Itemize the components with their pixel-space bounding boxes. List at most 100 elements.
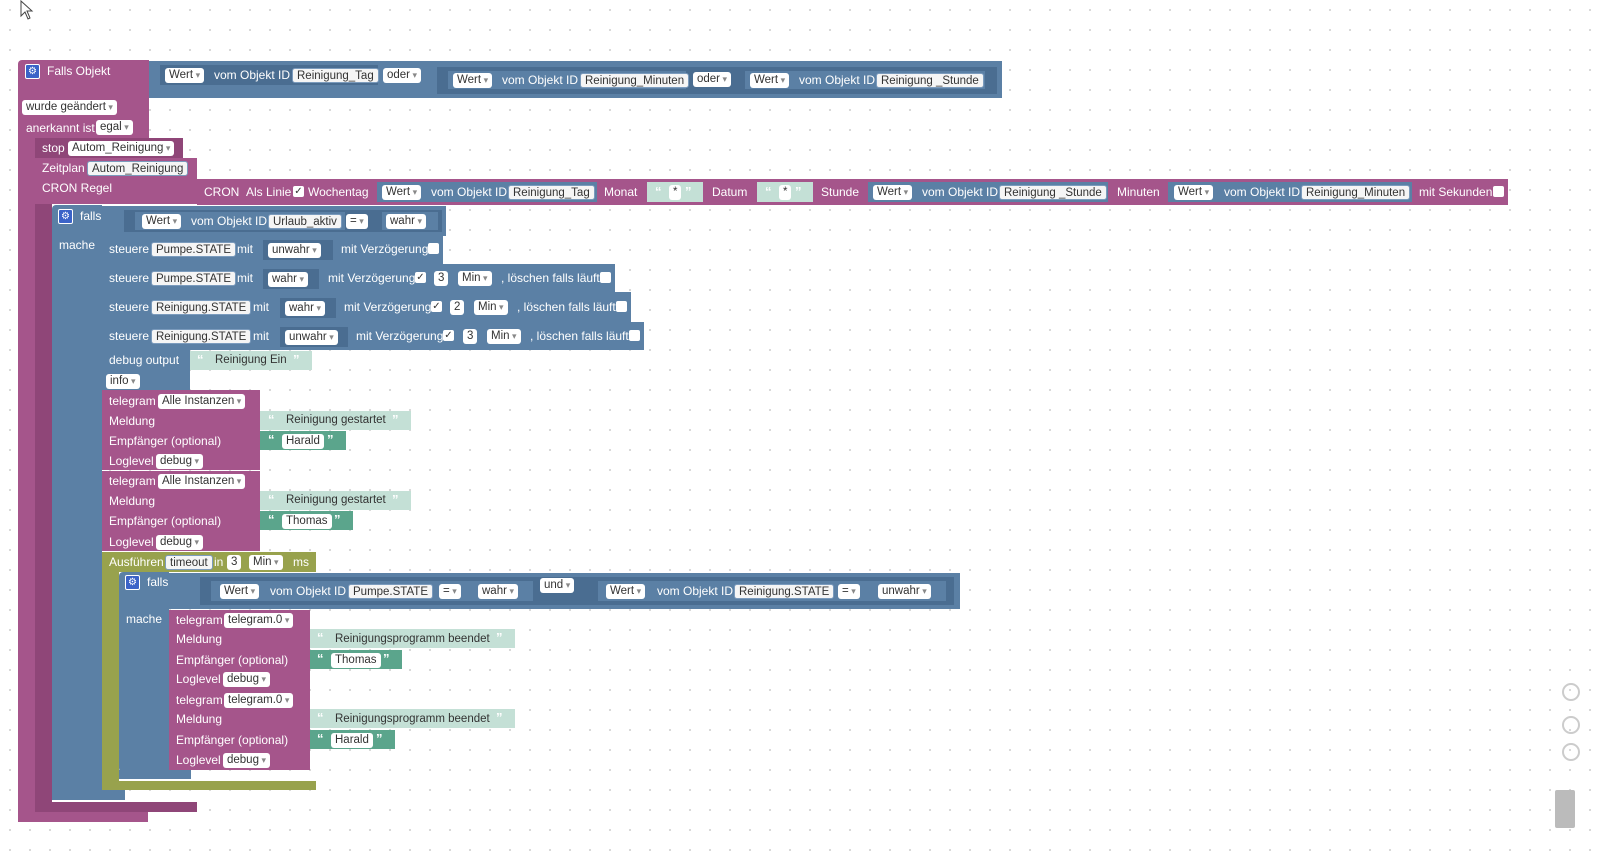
wert-dropdown[interactable]: Wert [606, 584, 646, 599]
object-id-field[interactable]: Pumpe.STATE [151, 271, 236, 286]
gear-icon[interactable]: ⚙ [25, 64, 40, 79]
zoom-control[interactable] [1562, 743, 1580, 761]
control-label: steuere [109, 242, 150, 256]
delay-label: mit Verzögerung [328, 271, 416, 285]
schedule-name-field[interactable]: Autom_Reinigung [87, 161, 189, 176]
month-text[interactable]: * [669, 185, 682, 200]
delay-number-field[interactable]: 2 [450, 300, 465, 315]
wert-dropdown[interactable]: Wert [382, 185, 422, 200]
timeout-number-field[interactable]: 3 [227, 555, 242, 570]
recipient-text[interactable]: Harald [282, 434, 324, 449]
delay-checkbox[interactable]: ✓ [443, 330, 454, 341]
bool-dropdown[interactable]: unwahr [268, 243, 321, 258]
wert-dropdown[interactable]: Wert [873, 185, 913, 200]
message-text[interactable]: Reinigung gestartet [282, 413, 390, 428]
bool-dropdown[interactable]: wahr [268, 272, 308, 287]
gear-icon[interactable]: ⚙ [58, 209, 73, 224]
wert-dropdown[interactable]: Wert [750, 73, 790, 88]
unit-dropdown[interactable]: Min [474, 300, 508, 315]
changed-dropdown[interactable]: wurde geändert [22, 100, 117, 115]
wert-dropdown[interactable]: Wert [165, 68, 205, 83]
wert-dropdown[interactable]: Wert [142, 214, 182, 229]
timeout-name-field[interactable]: timeout [165, 555, 213, 570]
debug-level-dropdown[interactable]: info [106, 374, 140, 389]
timeout-spine [102, 570, 119, 782]
seconds-checkbox[interactable] [1493, 186, 1504, 197]
or-dropdown[interactable]: oder [383, 68, 422, 83]
timeout-unit-dropdown[interactable]: Min [249, 555, 283, 570]
delay-checkbox[interactable] [428, 243, 439, 254]
date-text[interactable]: * [779, 185, 792, 200]
instance-dropdown[interactable]: telegram.0 [224, 613, 294, 628]
ack-dropdown[interactable]: egal [96, 120, 133, 135]
object-id-field[interactable]: Pumpe.STATE [348, 584, 433, 599]
zoom-control[interactable] [1562, 683, 1580, 701]
quote-close-icon: ” [392, 412, 399, 427]
wert-dropdown[interactable]: Wert [220, 584, 260, 599]
vom-label: vom Objekt ID [502, 73, 579, 87]
quote-close-icon: ” [795, 184, 802, 199]
quote-open-icon: “ [268, 432, 275, 447]
object-id-field[interactable]: Reinigung.STATE [734, 584, 835, 599]
operator-dropdown[interactable]: = [838, 584, 860, 599]
instance-dropdown[interactable]: telegram.0 [224, 693, 294, 708]
instance-dropdown[interactable]: Alle Instanzen [158, 394, 246, 409]
debug-text[interactable]: Reinigung Ein [211, 353, 291, 368]
delay-number-field[interactable]: 3 [463, 329, 478, 344]
clear-checkbox[interactable] [616, 301, 627, 312]
vom-label: vom Objekt ID [191, 214, 268, 228]
object-id-field[interactable]: Reinigung_Minuten [1301, 185, 1411, 200]
object-id-field[interactable]: Urlaub_aktiv [268, 214, 342, 229]
delay-checkbox[interactable]: ✓ [431, 301, 442, 312]
zoom-control[interactable] [1562, 716, 1580, 734]
loglevel-dropdown[interactable]: debug [223, 753, 271, 768]
wert-dropdown[interactable]: Wert [453, 73, 493, 88]
message-text[interactable]: Reinigung gestartet [282, 493, 390, 508]
message-text[interactable]: Reinigungsprogramm beendet [331, 632, 494, 647]
gear-icon[interactable]: ⚙ [125, 575, 140, 590]
object-id-field[interactable]: Pumpe.STATE [151, 242, 236, 257]
if-block[interactable] [52, 205, 102, 795]
object-id-field[interactable]: Reinigung_Minuten [580, 73, 690, 88]
bool-dropdown[interactable]: wahr [386, 214, 426, 229]
object-id-field[interactable]: Reinigung.STATE [151, 300, 252, 315]
unit-dropdown[interactable]: Min [487, 329, 521, 344]
recipient-text[interactable]: Thomas [282, 514, 332, 529]
object-id-field[interactable]: Reinigung.STATE [151, 329, 252, 344]
wert-dropdown[interactable]: Wert [1174, 185, 1214, 200]
clear-checkbox[interactable] [600, 272, 611, 283]
in-label: in [214, 555, 224, 569]
if-block[interactable] [119, 572, 169, 772]
instance-dropdown[interactable]: Alle Instanzen [158, 474, 246, 489]
loglevel-dropdown[interactable]: debug [156, 454, 204, 469]
quote-open-icon: “ [197, 352, 204, 367]
operator-dropdown[interactable]: = [346, 214, 368, 229]
loglevel-label: Loglevel [176, 753, 221, 767]
delay-number-field[interactable]: 3 [434, 271, 449, 286]
object-id-field[interactable]: Reinigung _Stunde [999, 185, 1107, 200]
quote-close-icon: ” [685, 184, 692, 199]
delay-checkbox[interactable]: ✓ [415, 272, 426, 283]
clear-checkbox[interactable] [629, 330, 640, 341]
bool-dropdown[interactable]: wahr [478, 584, 518, 599]
object-id-field[interactable]: Reinigung_Tag [292, 68, 379, 83]
unit-dropdown[interactable]: Min [458, 271, 492, 286]
object-id-field[interactable]: Reinigung_Tag [508, 185, 595, 200]
loglevel-dropdown[interactable]: debug [156, 535, 204, 550]
operator-dropdown[interactable]: = [439, 584, 461, 599]
recipient-text[interactable]: Thomas [331, 653, 381, 668]
bool-dropdown[interactable]: unwahr [285, 330, 338, 345]
loglevel-dropdown[interactable]: debug [223, 672, 271, 687]
and-dropdown[interactable]: und [540, 578, 575, 593]
recipient-text[interactable]: Harald [331, 733, 373, 748]
message-text[interactable]: Reinigungsprogramm beendet [331, 712, 494, 727]
bool-dropdown[interactable]: wahr [285, 301, 325, 316]
loglevel-label: Loglevel [176, 672, 221, 686]
as-line-checkbox[interactable]: ✓ [293, 186, 304, 197]
object-id-field[interactable]: Reinigung _Stunde [876, 73, 984, 88]
stop-schedule-dropdown[interactable]: Autom_Reinigung [68, 141, 175, 156]
trash-icon[interactable] [1555, 790, 1575, 828]
ms-label: ms [293, 555, 309, 569]
or-dropdown[interactable]: oder [693, 72, 732, 87]
bool-dropdown[interactable]: unwahr [878, 584, 931, 599]
